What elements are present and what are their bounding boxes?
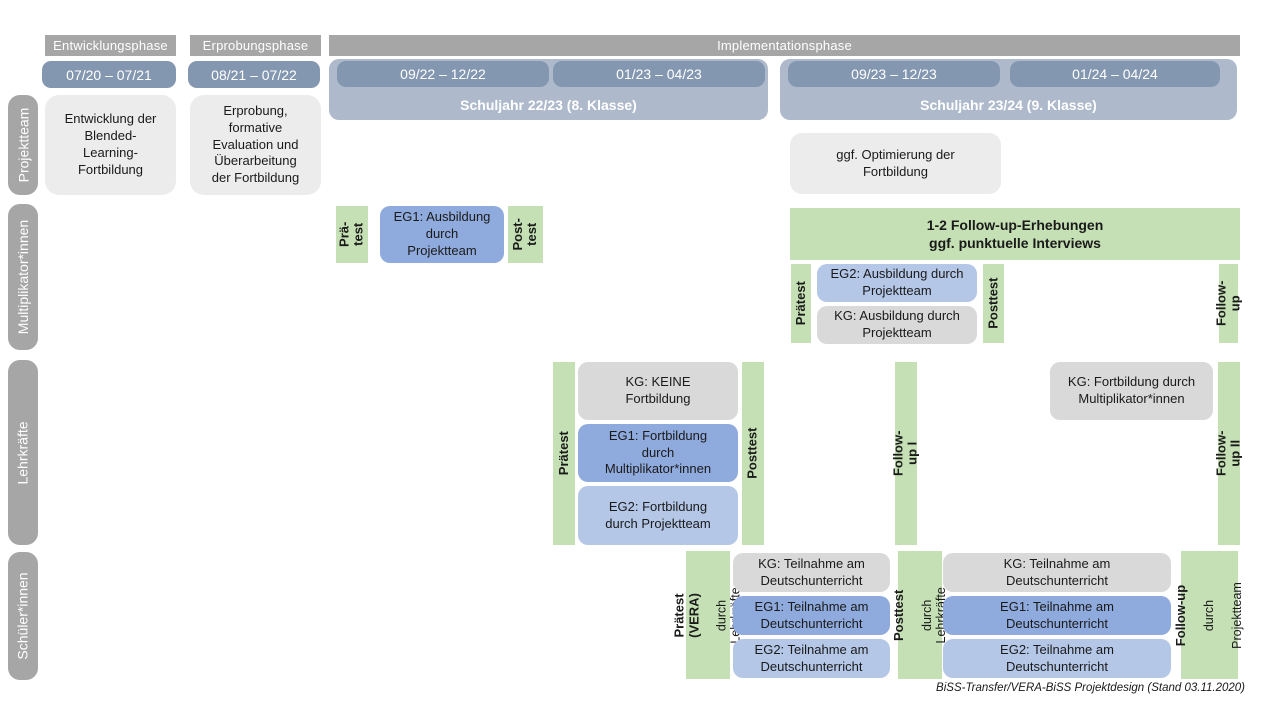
strip-praetest-multiplikatoren-1: Prä- test: [336, 206, 368, 263]
row-label-lehrkraefte: Lehrkräfte: [8, 360, 38, 545]
strip-followup1-lehrkraefte: Follow-up I: [891, 362, 920, 545]
strip-posttest-schueler: Posttest durch Lehrkräfte: [891, 551, 947, 679]
box-eg2-fortbildung-projektteam: EG2: Fortbildung durch Projektteam: [578, 486, 738, 545]
row-label-schueler-text: Schüler*innen: [15, 572, 32, 660]
strip-followup-schueler-text: Follow-up durch Projektteam: [1160, 582, 1259, 649]
box-eg2-teilnahme-1: EG2: Teilnahme am Deutschunterricht: [733, 639, 890, 678]
date-range-0821-0722: 08/21 – 07/22: [188, 61, 320, 88]
date-range-0124-0424: 01/24 – 04/24: [1010, 61, 1220, 87]
strip-followup1-lehrkraefte-text: Follow-up I: [890, 430, 920, 477]
box-eg2-teilnahme-2: EG2: Teilnahme am Deutschunterricht: [943, 639, 1171, 678]
box-kg-ausbildung-projektteam: KG: Ausbildung durch Projektteam: [817, 306, 977, 344]
box-entwicklung-fortbildung: Entwicklung der Blended- Learning- Fortb…: [45, 95, 176, 195]
strip-posttest-lehrkraefte: Posttest: [742, 362, 764, 545]
strip-praetest-multiplikatoren-1-text: Prä- test: [336, 221, 366, 248]
strip-praetest-multiplikatoren-2-text: Prätest: [792, 281, 808, 326]
box-erprobung-evaluation: Erprobung, formative Evaluation und Über…: [190, 95, 321, 195]
box-eg2-ausbildung-projektteam: EG2: Ausbildung durch Projektteam: [817, 264, 977, 302]
bar-followup-erhebungen: 1-2 Follow-up-Erhebungen ggf. punktuelle…: [790, 208, 1240, 260]
box-eg1-teilnahme-2: EG1: Teilnahme am Deutschunterricht: [943, 596, 1171, 635]
followup-durch-line: durch: [1201, 599, 1216, 631]
strip-praetest-multiplikatoren-2: Prätest: [791, 264, 811, 343]
strip-followup2-lehrkraefte: Follow-up II: [1214, 362, 1243, 545]
row-label-projektteam: Projektteam: [8, 95, 38, 195]
posttest-line: Posttest: [890, 589, 906, 641]
praetest-vera-line: Prätest (VERA): [671, 592, 702, 638]
strip-followup-multiplikatoren-text: Follow-up: [1213, 280, 1243, 327]
box-eg1-ausbildung-projektteam: EG1: Ausbildung durch Projektteam: [380, 206, 504, 263]
box-kg-teilnahme-2: KG: Teilnahme am Deutschunterricht: [943, 553, 1171, 592]
strip-posttest-multiplikatoren-1: Post- test: [508, 206, 543, 263]
box-kg-teilnahme-1: KG: Teilnahme am Deutschunterricht: [733, 553, 890, 592]
phase-bar-entwicklung: Entwicklungsphase: [45, 35, 176, 56]
strip-posttest-lehrkraefte-text: Posttest: [744, 427, 760, 480]
box-kg-fortbildung-multiplikatoren: KG: Fortbildung durch Multiplikator*inne…: [1050, 362, 1213, 420]
row-label-multiplikatoren: Multiplikator*innen: [8, 204, 38, 350]
row-label-lehrkraefte-text: Lehrkräfte: [15, 420, 32, 485]
row-label-projektteam-text: Projektteam: [15, 107, 32, 183]
box-optimierung-fortbildung: ggf. Optimierung der Fortbildung: [790, 133, 1001, 194]
followup-line: Follow-up: [1173, 584, 1189, 646]
box-eg1-fortbildung-multiplikatoren: EG1: Fortbildung durch Multiplikator*inn…: [578, 424, 738, 482]
strip-posttest-multiplikatoren-1-text: Post- test: [510, 218, 540, 251]
followup-projektteam-line: Projektteam: [1229, 581, 1244, 649]
phase-bar-erprobung: Erprobungsphase: [190, 35, 321, 56]
date-range-0923-1223: 09/23 – 12/23: [788, 61, 1000, 87]
phase-bar-implementation: Implementationsphase: [329, 35, 1240, 56]
strip-followup2-lehrkraefte-text: Follow-up II: [1213, 430, 1243, 477]
strip-praetest-lehrkraefte-text: Prätest: [555, 431, 571, 476]
row-label-schueler: Schüler*innen: [8, 552, 38, 680]
strip-praetest-vera-schueler: Prätest (VERA) durch Lehrkräfte: [672, 551, 742, 679]
strip-followup-multiplikatoren: Follow-up: [1213, 264, 1243, 343]
box-eg1-teilnahme-1: EG1: Teilnahme am Deutschunterricht: [733, 596, 890, 635]
date-range-0922-1222: 09/22 – 12/22: [337, 61, 549, 87]
strip-praetest-lehrkraefte: Prätest: [553, 362, 575, 545]
strip-posttest-multiplikatoren-2: Posttest: [983, 264, 1004, 343]
row-label-multiplikatoren-text: Multiplikator*innen: [15, 219, 31, 335]
diagram-caption: BiSS-Transfer/VERA-BiSS Projektdesign (S…: [936, 682, 1245, 694]
box-kg-keine-fortbildung: KG: KEINE Fortbildung: [578, 362, 738, 420]
strip-followup-schueler: Follow-up durch Projektteam: [1173, 551, 1244, 679]
date-range-0720-0721: 07/20 – 07/21: [42, 61, 176, 88]
strip-posttest-multiplikatoren-2-text: Posttest: [985, 277, 1001, 330]
date-range-0123-0423: 01/23 – 04/23: [553, 61, 765, 87]
